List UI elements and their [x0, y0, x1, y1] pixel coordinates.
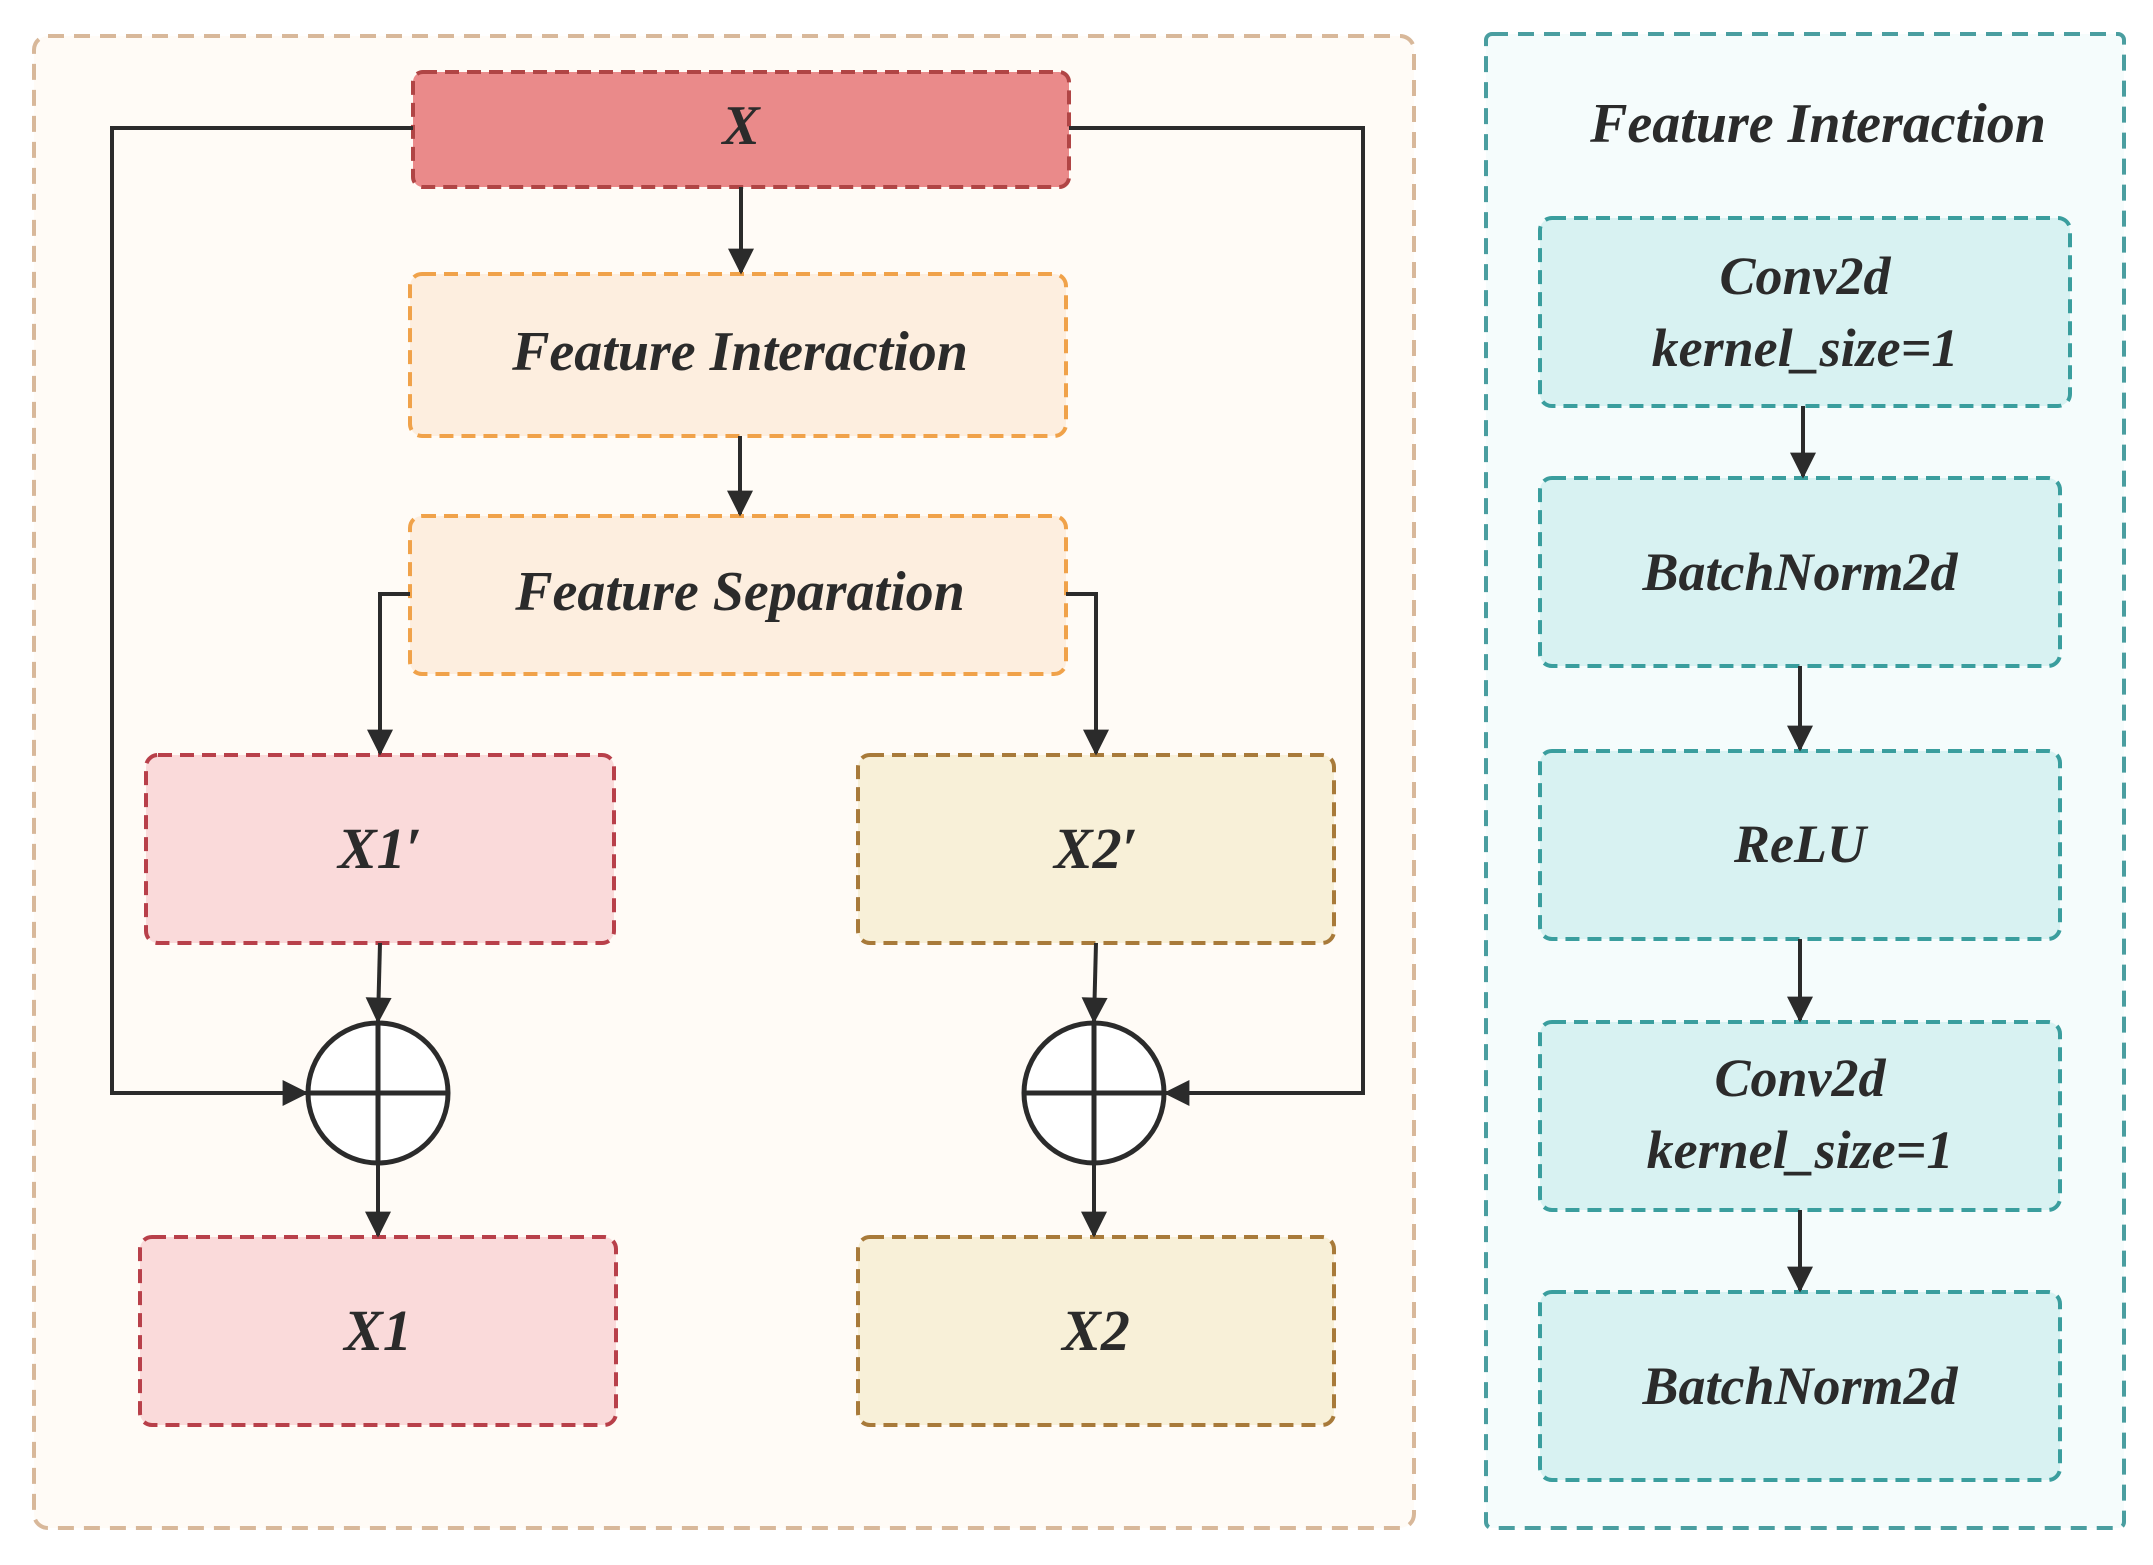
x1-output-node: X1 [138, 1235, 618, 1427]
right-panel-title: Feature Interaction [1589, 93, 2046, 155]
step-1-line2: kernel_size=1 [1652, 318, 1959, 378]
arrow-separation-to-x2prime [1066, 592, 1109, 756]
step-relu: ReLU [1538, 749, 2062, 941]
sum-node-1 [305, 1020, 451, 1166]
step-batchnorm-1: BatchNorm2d [1538, 476, 2062, 668]
step-batchnorm-2: BatchNorm2d [1538, 1290, 2062, 1482]
sum-node-2 [1021, 1020, 1167, 1166]
skip-x-to-sum1 [110, 126, 413, 1106]
step-conv2d-1: Conv2d kernel_size=1 [1538, 216, 2072, 408]
step-2-label: BatchNorm2d [1641, 542, 1958, 602]
feature-interaction-label: Feature Interaction [511, 321, 968, 383]
right-connectors [1787, 406, 1816, 1293]
x2-prime-node: X2′ [856, 753, 1336, 945]
step-1-line1: Conv2d [1719, 246, 1891, 306]
x2-output-node: X2 [856, 1235, 1336, 1427]
x1-prime-node: X1′ [144, 753, 616, 945]
step-4-line1: Conv2d [1714, 1048, 1886, 1108]
step-5-label: BatchNorm2d [1641, 1356, 1958, 1416]
x1-output-label: X1 [342, 1298, 412, 1363]
step-conv2d-2: Conv2d kernel_size=1 [1538, 1020, 2062, 1212]
step-4-line2: kernel_size=1 [1647, 1120, 1954, 1180]
left-connectors [110, 126, 1365, 1238]
x2-output-label: X2 [1060, 1298, 1130, 1363]
step-3-label: ReLU [1733, 814, 1869, 874]
arrow-x2prime-to-sum2 [1081, 942, 1108, 1024]
input-label: X [720, 95, 761, 157]
x1-prime-label: X1′ [336, 816, 422, 881]
skip-x-to-sum2 [1069, 126, 1365, 1106]
input-node: X [411, 70, 1071, 189]
feature-separation-node: Feature Separation [408, 514, 1068, 676]
feature-separation-label: Feature Separation [514, 561, 965, 623]
x2-prime-label: X2′ [1052, 816, 1138, 881]
arrow-separation-to-x1prime [367, 592, 410, 756]
arrow-x1prime-to-sum1 [365, 942, 392, 1024]
feature-interaction-node: Feature Interaction [408, 272, 1068, 438]
